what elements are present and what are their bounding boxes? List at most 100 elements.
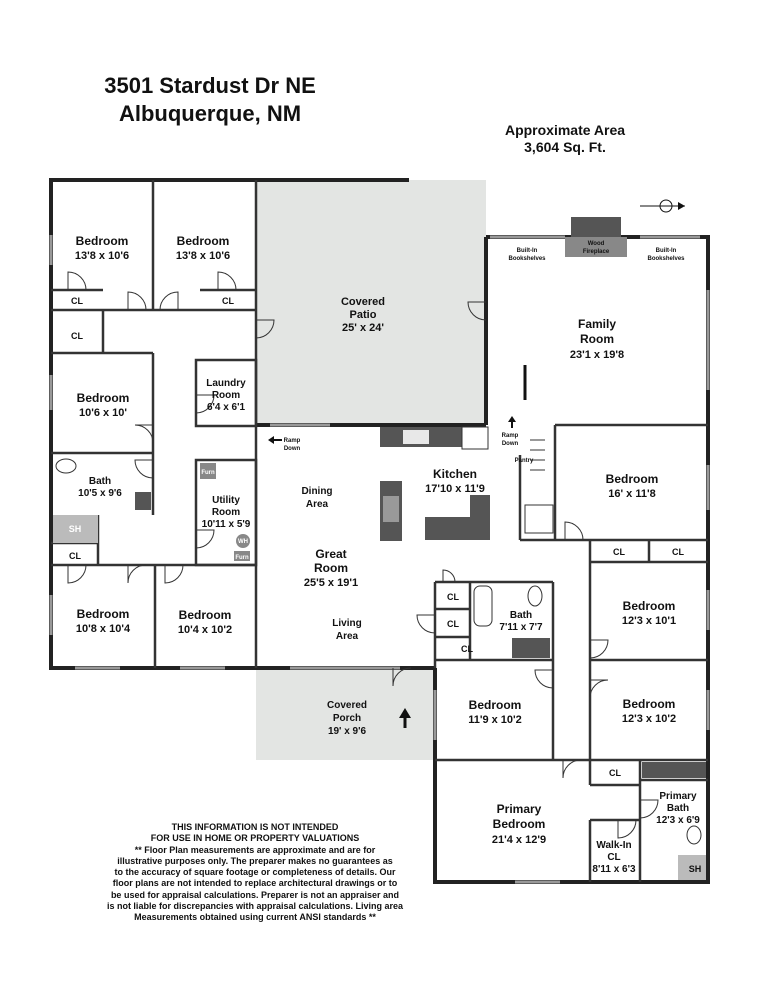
room-kitchen: Kitchen 17'10 x 11'9 bbox=[425, 467, 485, 495]
disclaimer-line: is not liable for discrepancies with app… bbox=[106, 901, 404, 912]
svg-text:17'10 x 11'9: 17'10 x 11'9 bbox=[425, 483, 485, 495]
svg-text:Walk-In: Walk-In bbox=[596, 840, 631, 851]
svg-text:25'5 x 19'1: 25'5 x 19'1 bbox=[304, 577, 358, 589]
kitchen-counters bbox=[380, 365, 554, 541]
svg-text:Furn: Furn bbox=[235, 555, 249, 561]
closet-label: CL bbox=[69, 551, 81, 561]
area-value: 3,604 Sq. Ft. bbox=[524, 139, 606, 155]
svg-text:Room: Room bbox=[212, 390, 240, 401]
svg-text:13'8 x 10'6: 13'8 x 10'6 bbox=[176, 250, 230, 262]
area-label: Approximate Area bbox=[504, 122, 626, 138]
svg-text:Bedroom: Bedroom bbox=[77, 391, 130, 405]
room-walkin-closet: Walk-In CL 8'11 x 6'3 bbox=[592, 840, 636, 875]
primary-vanity-icon bbox=[642, 762, 706, 778]
kitchen-island bbox=[425, 495, 490, 540]
svg-text:Built-In: Built-In bbox=[656, 248, 677, 254]
svg-text:13'8 x 10'6: 13'8 x 10'6 bbox=[75, 250, 129, 262]
approximate-area: Approximate Area 3,604 Sq. Ft. bbox=[480, 122, 650, 156]
svg-text:Bedroom: Bedroom bbox=[179, 608, 232, 622]
disclaimer-line: be used for appraisal calculations. Prep… bbox=[110, 889, 400, 900]
svg-text:Ramp: Ramp bbox=[502, 433, 519, 439]
water-heater-icon bbox=[236, 534, 250, 548]
svg-text:Fireplace: Fireplace bbox=[583, 249, 610, 255]
svg-text:8'11 x 6'3: 8'11 x 6'3 bbox=[592, 864, 636, 875]
svg-text:Wood: Wood bbox=[588, 241, 605, 247]
svg-text:Dining: Dining bbox=[301, 486, 332, 497]
svg-text:7'11 x 7'7: 7'11 x 7'7 bbox=[499, 622, 543, 633]
svg-text:10'8 x 10'4: 10'8 x 10'4 bbox=[76, 623, 131, 635]
svg-text:WH: WH bbox=[238, 539, 248, 545]
room-utility: Utility Room 10'11 x 5'9 bbox=[202, 495, 251, 530]
room-bedroom-nw2: Bedroom 13'8 x 10'6 bbox=[176, 234, 230, 262]
exterior-walls bbox=[49, 178, 710, 884]
covered-porch-fill bbox=[256, 668, 435, 760]
room-dining-area: Dining Area bbox=[301, 486, 332, 510]
closet-label: CL bbox=[222, 296, 234, 306]
furnace-icon bbox=[200, 463, 216, 479]
svg-text:Room: Room bbox=[580, 332, 614, 346]
toilet-icon-3 bbox=[686, 825, 702, 845]
sink-icon bbox=[135, 492, 151, 510]
covered-patio-fill bbox=[256, 180, 486, 425]
closet-label: CL bbox=[447, 619, 459, 629]
svg-text:Covered: Covered bbox=[341, 296, 385, 308]
toilet-icon-2 bbox=[527, 585, 543, 607]
svg-text:Ramp: Ramp bbox=[284, 438, 301, 444]
svg-text:Area: Area bbox=[306, 499, 329, 510]
svg-text:Down: Down bbox=[502, 441, 519, 447]
svg-text:6'4 x 6'1: 6'4 x 6'1 bbox=[207, 402, 246, 413]
svg-text:Bedroom: Bedroom bbox=[469, 698, 522, 712]
address: 3501 Stardust Dr NE Albuquerque, NM bbox=[60, 72, 360, 128]
room-bedroom-sw1: Bedroom 10'8 x 10'4 bbox=[76, 607, 131, 635]
svg-text:Bedroom: Bedroom bbox=[623, 599, 676, 613]
svg-text:Bath: Bath bbox=[667, 803, 689, 814]
room-primary-bath: Primary Bath 12'3 x 6'9 bbox=[656, 791, 700, 826]
svg-text:12'3 x 10'1: 12'3 x 10'1 bbox=[622, 615, 676, 627]
furnace-icon-2 bbox=[234, 551, 250, 561]
fixture-labels: Built-In Bookshelves Built-In Bookshelve… bbox=[201, 241, 685, 561]
svg-text:Bedroom: Bedroom bbox=[177, 234, 230, 248]
svg-text:Patio: Patio bbox=[350, 309, 377, 321]
shower-icon bbox=[53, 515, 98, 543]
disclaimer-line: illustrative purposes only. The preparer… bbox=[117, 855, 393, 866]
svg-text:Porch: Porch bbox=[333, 713, 361, 724]
svg-text:10'4 x 10'2: 10'4 x 10'2 bbox=[178, 624, 232, 636]
address-line-1: 3501 Stardust Dr NE bbox=[104, 73, 316, 98]
disclaimer: THIS INFORMATION IS NOT INTENDED FOR USE… bbox=[70, 822, 440, 924]
entry-arrow-icon bbox=[399, 708, 411, 728]
svg-text:Bookshelves: Bookshelves bbox=[508, 256, 546, 262]
room-bedroom-c: Bedroom 11'9 x 10'2 bbox=[468, 698, 522, 726]
svg-text:Bedroom: Bedroom bbox=[493, 817, 546, 831]
svg-text:Family: Family bbox=[578, 317, 616, 331]
vanity-icon bbox=[512, 638, 550, 658]
disclaimer-line: ** Floor Plan measurements are approxima… bbox=[134, 844, 376, 855]
room-bedroom-se2: Bedroom 12'3 x 10'2 bbox=[622, 697, 676, 725]
svg-text:Bath: Bath bbox=[510, 610, 532, 621]
svg-text:Kitchen: Kitchen bbox=[433, 467, 477, 481]
room-bath-c: Bath 7'11 x 7'7 bbox=[499, 610, 543, 633]
closet-label: CL bbox=[71, 296, 83, 306]
closet-labels: CL CL CL CL CL CL CL CL CL CL SH SH bbox=[69, 296, 702, 874]
room-bedroom-se1: Bedroom 12'3 x 10'1 bbox=[622, 599, 676, 627]
svg-text:Bath: Bath bbox=[89, 476, 111, 487]
room-covered-porch: Covered Porch 19' x 9'6 bbox=[327, 700, 367, 737]
svg-text:23'1 x 19'8: 23'1 x 19'8 bbox=[570, 349, 624, 361]
svg-text:Bedroom: Bedroom bbox=[606, 472, 659, 486]
cooktop-icon bbox=[383, 496, 399, 522]
closet-label: CL bbox=[71, 331, 83, 341]
svg-text:Bedroom: Bedroom bbox=[76, 234, 129, 248]
svg-text:21'4 x 12'9: 21'4 x 12'9 bbox=[492, 834, 546, 846]
svg-text:Pantry: Pantry bbox=[515, 458, 534, 464]
svg-text:Covered: Covered bbox=[327, 700, 367, 711]
room-bath-w: Bath 10'5 x 9'6 bbox=[78, 476, 122, 499]
svg-text:Utility: Utility bbox=[212, 495, 240, 506]
closet-label: CL bbox=[613, 547, 625, 557]
room-bedroom-sw2: Bedroom 10'4 x 10'2 bbox=[178, 608, 232, 636]
disclaimer-line: to the accuracy of square footage or com… bbox=[114, 867, 396, 878]
fireplace-icon bbox=[571, 217, 621, 237]
svg-text:Bookshelves: Bookshelves bbox=[647, 256, 685, 262]
room-bedroom-nw1: Bedroom 13'8 x 10'6 bbox=[75, 234, 129, 262]
svg-text:12'3 x 6'9: 12'3 x 6'9 bbox=[656, 815, 700, 826]
svg-text:Area: Area bbox=[336, 631, 359, 642]
